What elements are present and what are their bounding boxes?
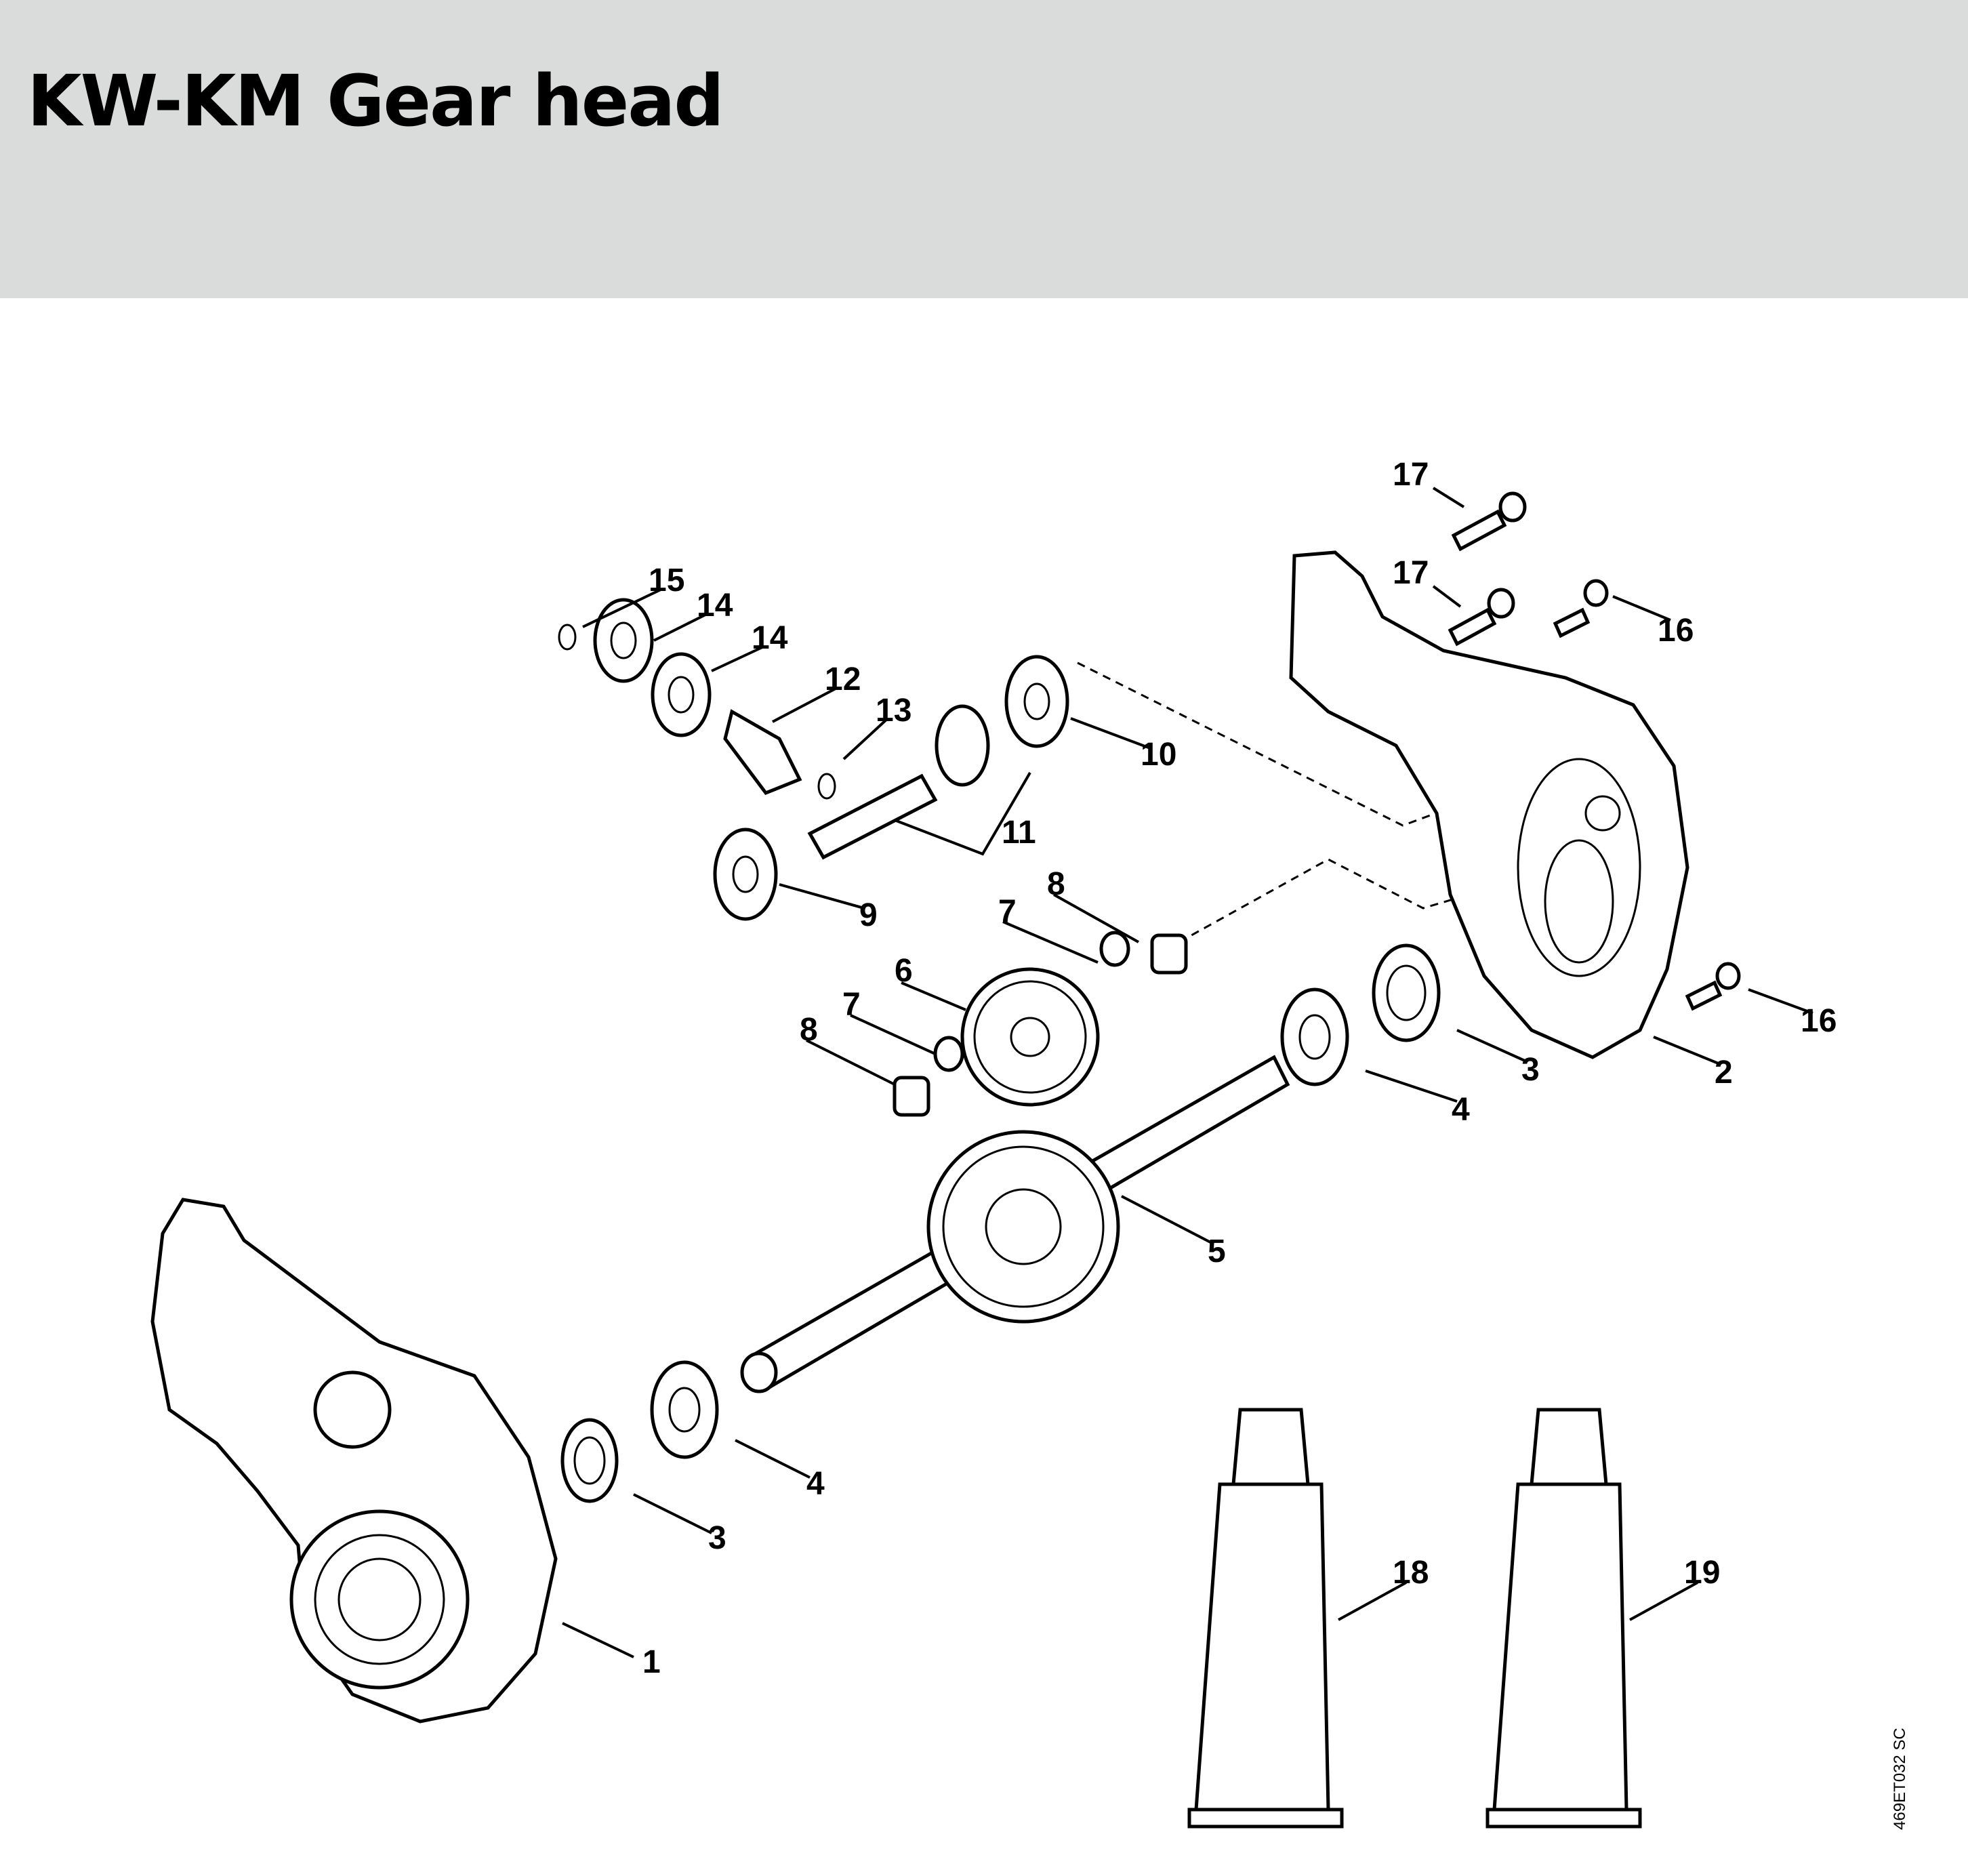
screws: [1448, 491, 1741, 1011]
bearings: [558, 598, 1441, 1503]
callout-3: 3: [708, 1520, 726, 1556]
pinion-parts: [723, 704, 1031, 860]
callout-5: 5: [1208, 1233, 1226, 1269]
callout-4: 4: [806, 1466, 825, 1502]
part-5-shaft-with-gear: [740, 1055, 1290, 1393]
callout-16: 16: [1801, 1003, 1837, 1039]
diagram-code: 469ET032 SC: [1891, 1728, 1909, 1830]
callout-7: 7: [998, 894, 1017, 930]
callout-3: 3: [1521, 1052, 1540, 1088]
callout-9: 9: [859, 897, 878, 933]
callout-7: 7: [842, 987, 861, 1023]
callout-14: 14: [752, 620, 788, 656]
callout-11: 11: [1002, 815, 1036, 851]
part-2-housing: [1289, 550, 1689, 1059]
callout-8: 8: [800, 1012, 818, 1048]
callout-13: 13: [876, 693, 911, 729]
callout-19: 19: [1684, 1555, 1720, 1591]
leader-lines: [562, 487, 1813, 1658]
callout-4: 4: [1452, 1092, 1470, 1128]
callout-6: 6: [895, 953, 913, 989]
callout-1: 1: [642, 1644, 661, 1680]
callout-15: 15: [649, 563, 684, 598]
callout-16: 16: [1658, 613, 1694, 649]
callout-17: 17: [1393, 555, 1429, 591]
callout-18: 18: [1393, 1555, 1429, 1591]
callout-17: 17: [1393, 457, 1429, 493]
part-18-grease-tube: [1187, 1408, 1344, 1829]
callout-12: 12: [825, 661, 861, 697]
part-19-grease-tube: [1485, 1408, 1642, 1829]
page-title: KW-KM Gear head: [27, 60, 724, 142]
callout-labels: 1 2 3 3 4 4 5 6 7 7 8 8 9 10 11 12 13 14…: [642, 457, 1837, 1680]
part-1-housing: [150, 1198, 558, 1724]
callout-2: 2: [1715, 1055, 1733, 1090]
callout-10: 10: [1141, 737, 1176, 773]
callout-14: 14: [697, 588, 733, 624]
callout-8: 8: [1047, 866, 1065, 902]
header-band: KW-KM Gear head: [0, 0, 1968, 298]
part-6-gear: [960, 967, 1100, 1107]
